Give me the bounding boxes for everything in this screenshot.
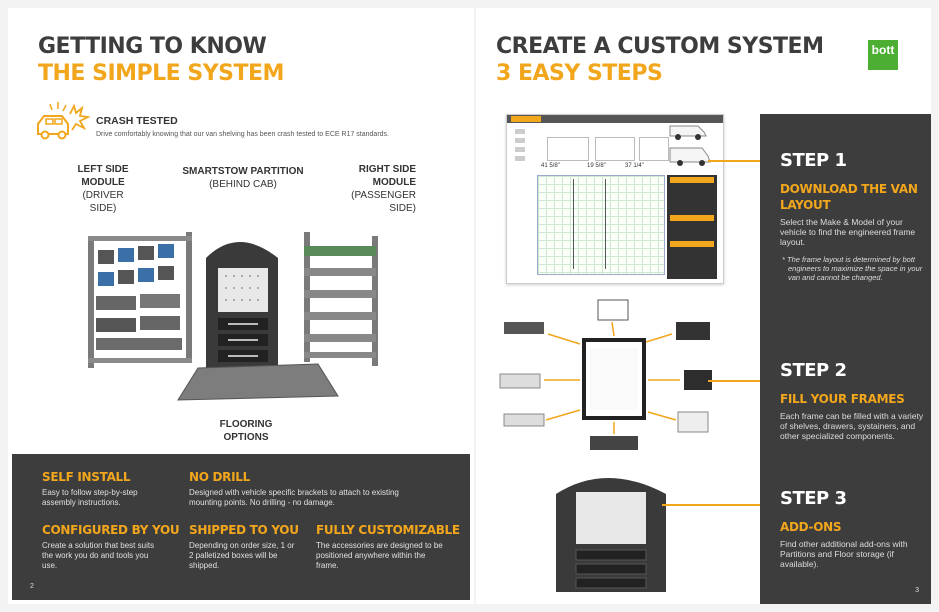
feature-title: FULLY CUSTOMIZABLE bbox=[316, 523, 460, 537]
page-number: 2 bbox=[30, 583, 34, 590]
feature-text: Create a solution that best suits the wo… bbox=[42, 541, 155, 570]
left-title-line2: THE SIMPLE SYSTEM bbox=[38, 61, 284, 86]
page-number: 3 bbox=[915, 587, 919, 594]
feature-text: Designed with vehicle specific brackets … bbox=[189, 488, 399, 507]
step-1: STEP 1 DOWNLOAD THE VAN LAYOUT Select th… bbox=[780, 150, 925, 282]
layout-dim-1: 41 5/8" bbox=[541, 163, 560, 169]
feature-title: SELF INSTALL bbox=[42, 470, 131, 484]
feature-text: The accessories are designed to be posit… bbox=[316, 541, 443, 570]
left-title-line1: GETTING TO KNOW bbox=[38, 34, 267, 59]
step-1-text: Select the Make & Model of your vehicle … bbox=[780, 217, 916, 247]
right-module-sub: (PASSENGER SIDE) bbox=[351, 190, 416, 214]
flooring-graphic bbox=[177, 363, 339, 401]
step-3-title: ADD-ONS bbox=[780, 520, 842, 534]
frame-components-illustration bbox=[499, 299, 712, 450]
left-module-graphic bbox=[88, 232, 192, 368]
feature-shipped: SHIPPED TO YOU Depending on order size, … bbox=[189, 523, 299, 571]
features-panel: SELF INSTALL Easy to follow step-by-step… bbox=[12, 454, 470, 600]
step-2-text: Each frame can be filled with a variety … bbox=[780, 411, 924, 441]
flooring-label: FLOORING OPTIONS bbox=[208, 418, 284, 444]
van-icons bbox=[669, 125, 711, 166]
partition-graphic bbox=[206, 242, 278, 378]
partition-title: SMARTSTOW PARTITION bbox=[182, 166, 304, 177]
step1-connector bbox=[708, 160, 760, 162]
step-3: STEP 3 ADD-ONS Find other additional add… bbox=[780, 488, 925, 569]
flooring-title: FLOORING OPTIONS bbox=[219, 419, 273, 443]
step-2: STEP 2 FILL YOUR FRAMES Each frame can b… bbox=[780, 360, 925, 441]
feature-no-drill: NO DRILL Designed with vehicle specific … bbox=[189, 470, 399, 508]
step-2-label: STEP 2 bbox=[780, 360, 847, 381]
feature-text: Easy to follow step-by-step assembly ins… bbox=[42, 488, 138, 507]
feature-title: NO DRILL bbox=[189, 470, 250, 484]
right-module-title: RIGHT SIDE MODULE bbox=[358, 164, 416, 188]
left-module-label: LEFT SIDE MODULE (DRIVER SIDE) bbox=[68, 163, 138, 215]
step-3-label: STEP 3 bbox=[780, 488, 847, 509]
layout-dim-2: 19 5/8" bbox=[587, 163, 606, 169]
partition-addon-illustration bbox=[556, 478, 666, 592]
feature-self-install: SELF INSTALL Easy to follow step-by-step… bbox=[42, 470, 162, 508]
steps-sidebar: STEP 1 DOWNLOAD THE VAN LAYOUT Select th… bbox=[760, 114, 931, 604]
feature-customizable: FULLY CUSTOMIZABLE The accessories are d… bbox=[316, 523, 460, 571]
step2-connector bbox=[708, 380, 760, 382]
feature-title: SHIPPED TO YOU bbox=[189, 523, 299, 537]
partition-label: SMARTSTOW PARTITION (BEHIND CAB) bbox=[178, 165, 308, 191]
right-module-label: RIGHT SIDE MODULE (PASSENGER SIDE) bbox=[326, 163, 416, 215]
partition-sub: (BEHIND CAB) bbox=[209, 179, 277, 190]
left-page: GETTING TO KNOW THE SIMPLE SYSTEM CRASH … bbox=[8, 8, 474, 604]
crash-text: Drive comfortably knowing that our van s… bbox=[96, 131, 389, 138]
step-3-text: Find other additional add-ons with Parti… bbox=[780, 539, 908, 569]
bott-logo: bott bbox=[868, 40, 898, 70]
step-1-note: * The frame layout is determined by bott… bbox=[782, 255, 923, 282]
crash-title: CRASH TESTED bbox=[96, 115, 178, 127]
feature-configured: CONFIGURED BY YOU Create a solution that… bbox=[42, 523, 180, 571]
van-layout-thumbnail: 41 5/8" 19 5/8" 37 1/4" bbox=[506, 114, 724, 284]
right-module-graphic bbox=[304, 232, 378, 366]
step-1-title: DOWNLOAD THE VAN LAYOUT bbox=[780, 182, 918, 212]
layout-dim-3: 37 1/4" bbox=[625, 163, 644, 169]
right-page: CREATE A CUSTOM SYSTEM 3 EASY STEPS bott… bbox=[476, 8, 931, 604]
left-module-title: LEFT SIDE MODULE bbox=[77, 164, 129, 188]
right-title-line1: CREATE A CUSTOM SYSTEM bbox=[496, 34, 824, 59]
right-title-line2: 3 EASY STEPS bbox=[496, 61, 663, 86]
left-module-sub: (DRIVER SIDE) bbox=[82, 190, 124, 214]
step-2-title: FILL YOUR FRAMES bbox=[780, 392, 905, 406]
feature-text: Depending on order size, 1 or 2 palletiz… bbox=[189, 541, 295, 570]
feature-title: CONFIGURED BY YOU bbox=[42, 523, 180, 537]
crash-car-icon bbox=[37, 102, 90, 140]
van-shelving-illustration bbox=[88, 232, 378, 401]
step3-connector bbox=[662, 504, 760, 506]
step-1-label: STEP 1 bbox=[780, 150, 847, 171]
